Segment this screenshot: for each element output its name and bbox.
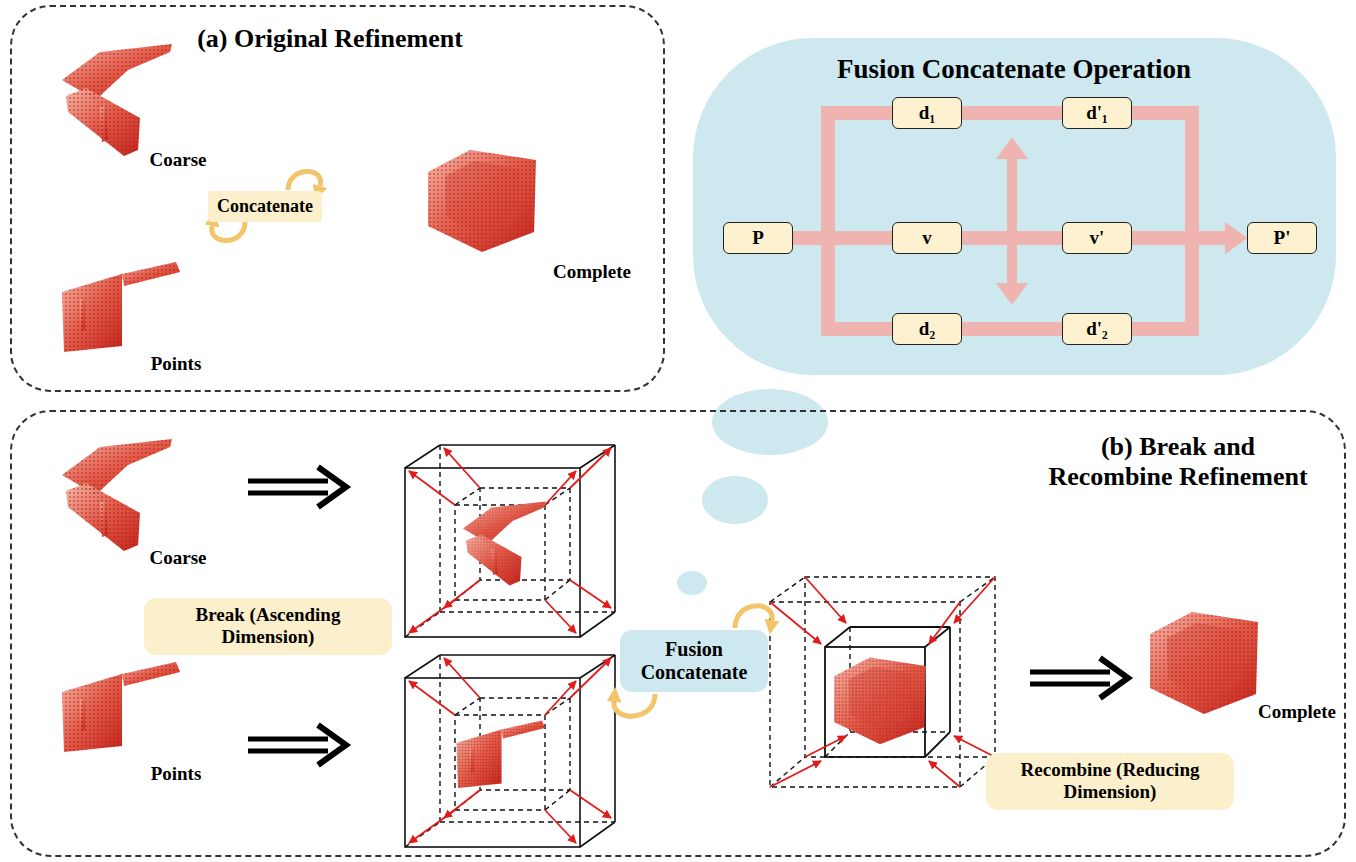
figure-label: Points [151, 353, 202, 375]
node-text: Concatenate [217, 196, 313, 217]
partial-point-cloud [457, 721, 546, 789]
panel-original: (a) Original RefinementConcatenate [10, 5, 665, 392]
arrow-shaft [1132, 238, 1227, 329]
figure-label: Coarse [150, 149, 207, 171]
node-text: Break (Ascending Dimension) [153, 604, 383, 648]
fusion-arrow [1132, 222, 1247, 329]
panel-break-recombine: (b) Break and Recombine RefinementBreak … [10, 410, 1346, 857]
arrow-shaft [1007, 157, 1017, 285]
complete-point-cloud [834, 658, 926, 745]
arrow-head [996, 283, 1028, 305]
node-text: d₁ [919, 102, 935, 124]
fusion-arrow [793, 113, 892, 238]
arrow-head [996, 137, 1028, 159]
arrow-shaft [962, 322, 1062, 336]
node-text: d'₁ [1086, 102, 1108, 124]
fusion-arrow [962, 113, 1062, 114]
operation-label: Concatenate [208, 191, 322, 222]
swirl-arrow [288, 171, 321, 190]
double-arrow [248, 467, 346, 507]
thought-bubble [702, 476, 768, 524]
node-text: d'₂ [1086, 318, 1108, 340]
node-text: d₂ [919, 318, 935, 340]
operand-box: v' [1062, 222, 1132, 254]
coarse-point-cloud [463, 502, 546, 586]
node-text: Fusion Concatenate Operation [714, 54, 1314, 85]
node-text: Recombine (Reducing Dimension) [995, 759, 1225, 803]
operand-box: v [892, 222, 962, 254]
arrow-shaft [962, 106, 1062, 120]
node-text: Fusion Concatenate [629, 638, 759, 684]
arrow-shaft [793, 238, 892, 329]
fusion-arrow [962, 329, 1062, 330]
reducing-cube [770, 577, 995, 787]
swirl-arrow [735, 606, 772, 628]
figure-label: Points [151, 763, 202, 785]
thought-bubble [677, 571, 707, 595]
arrow-shaft [1132, 113, 1227, 238]
thought-bubble [712, 389, 828, 455]
operand-box: d₁ [892, 97, 962, 129]
ascending-cube [405, 445, 615, 637]
arrow-head [1225, 222, 1247, 254]
operation-label: Recombine (Reducing Dimension) [986, 753, 1234, 810]
arrow-head [1225, 222, 1247, 254]
swirl-arrow [212, 222, 245, 241]
figure-label: Coarse [150, 547, 207, 569]
complete-point-cloud [1150, 612, 1258, 714]
partial-point-cloud [62, 662, 180, 752]
exchange-arrow [996, 137, 1028, 305]
complete-point-cloud [428, 150, 536, 252]
node-text: v' [1090, 227, 1105, 249]
operand-box: P' [1247, 222, 1317, 254]
operation-label: Break (Ascending Dimension) [144, 598, 392, 655]
node-text: P' [1274, 227, 1291, 249]
figure-label: Complete [1258, 701, 1336, 723]
node-text: (a) Original Refinement [30, 24, 630, 54]
partial-point-cloud [62, 262, 180, 352]
ascending-cube [405, 655, 615, 847]
figure-label: Complete [553, 261, 631, 283]
node-text: (b) Break and Recombine Refinement [1018, 432, 1338, 492]
arrow-head [1225, 222, 1247, 254]
fusion-panel: Fusion Concatenate OperationPd₁ v d₂ d'₁ v' d… [693, 38, 1336, 375]
coarse-point-cloud [62, 44, 172, 156]
connector-layer [693, 38, 1336, 375]
operand-box: P [723, 222, 793, 254]
operation-label: Fusion Concatenate [620, 630, 768, 692]
swirl-arrow [614, 694, 655, 716]
node-text: v [922, 227, 932, 249]
operand-box: d'₂ [1062, 313, 1132, 345]
node-text: P [752, 227, 764, 249]
coarse-point-cloud [62, 439, 172, 551]
operand-box: d₂ [892, 313, 962, 345]
double-arrow [248, 725, 346, 765]
operand-box: d'₁ [1062, 97, 1132, 129]
fusion-arrow [793, 238, 892, 329]
double-arrow [1030, 658, 1128, 698]
arrow-shaft [793, 113, 892, 238]
